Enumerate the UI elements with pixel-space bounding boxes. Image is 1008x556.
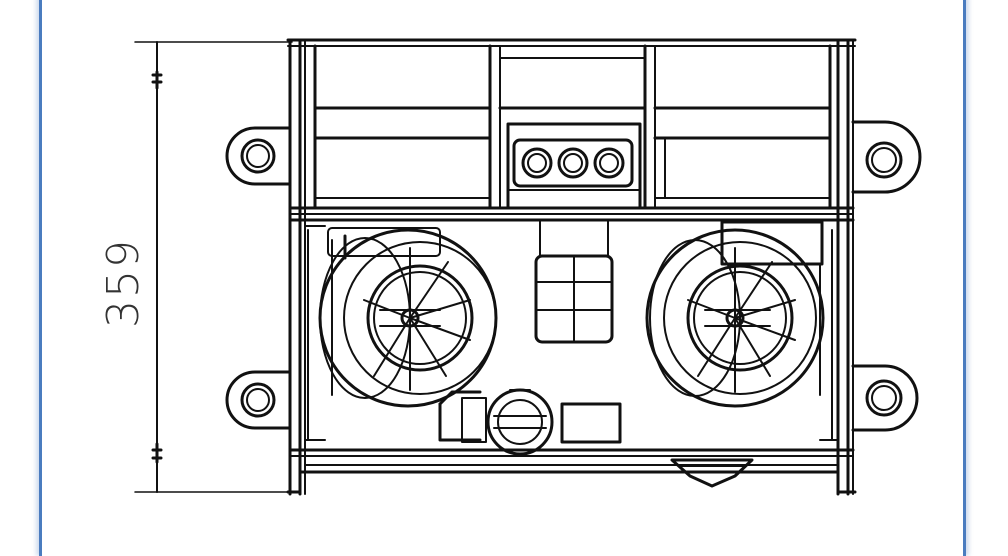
drawing-canvas: 359 [39,0,966,556]
connector-block [506,122,642,210]
bottom-valve [438,388,622,456]
mount-lug-top-right [851,120,922,194]
thruster-right [645,220,825,408]
bottom-fin [670,458,754,488]
dimension-label: 359 [98,238,149,328]
dimension-arrow-top [151,70,163,90]
technical-drawing: 359 [98,38,922,496]
chassis-frame [286,38,857,496]
image-frame-border [39,0,966,556]
mount-lug-bottom-left [225,370,292,430]
mount-lug-bottom-right [851,364,919,432]
upper-compartments [313,44,832,210]
thruster-left [318,227,498,408]
height-dimension: 359 [98,41,293,493]
mount-lug-top-left [225,126,292,186]
center-gland [534,219,614,344]
corner-gussets [304,225,839,441]
dimension-arrow-bottom [151,442,163,464]
